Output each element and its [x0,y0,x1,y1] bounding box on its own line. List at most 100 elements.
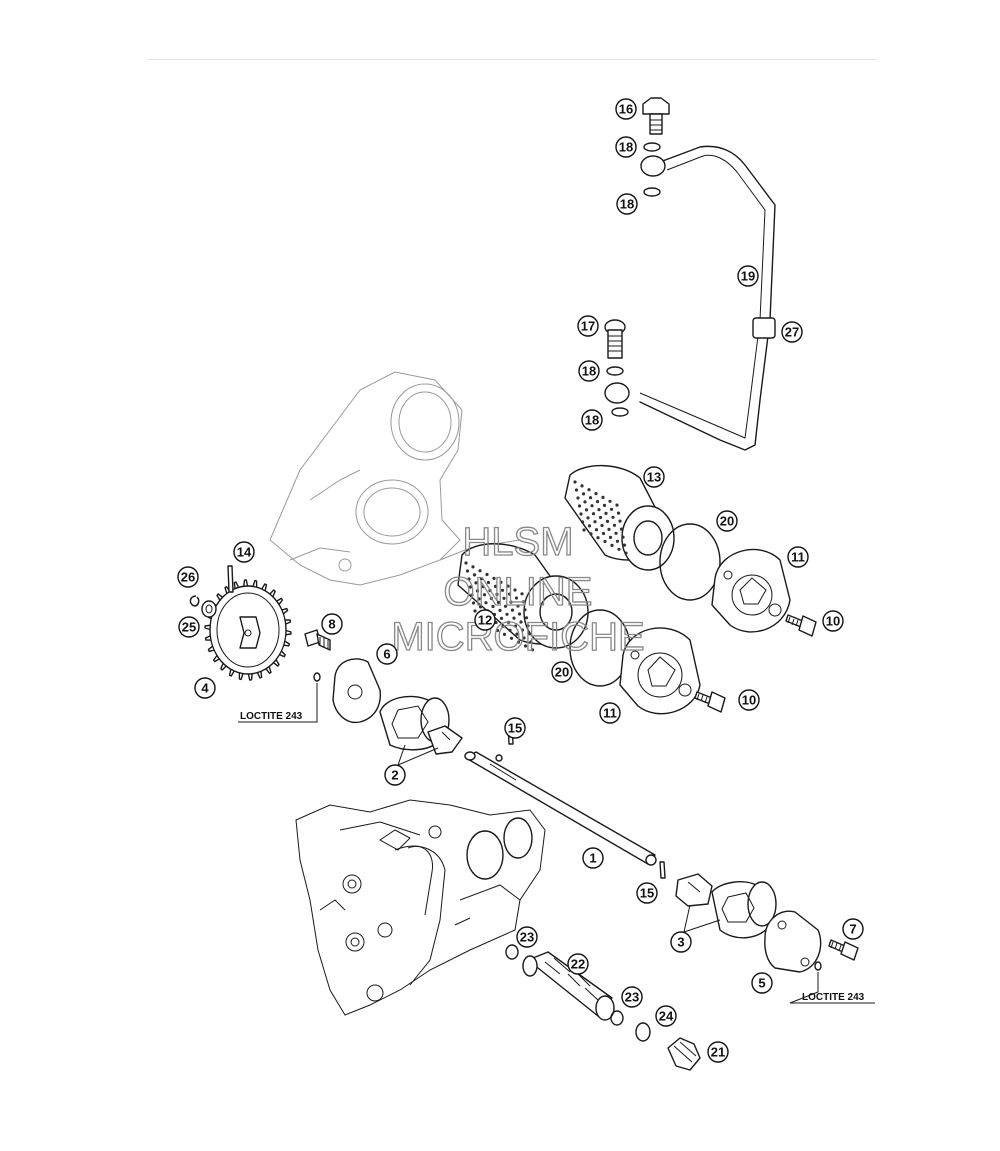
filter-hole [589,532,593,536]
filter-hole [604,511,608,515]
filter-hole [597,508,601,512]
filter-hole [502,632,507,637]
callout-27: 27 [781,321,803,343]
callout-10: 10 [738,689,760,711]
callout-18: 18 [578,360,600,382]
svg-text:14: 14 [237,545,252,560]
filter-hole [587,524,592,528]
filter-hole [496,600,501,605]
callout-1: 1 [582,847,604,869]
callout-20: 20 [551,661,573,683]
filter-hole [509,636,514,640]
filter-hole [598,515,603,520]
banjo-fitting-lower [604,382,630,404]
filter-cover-11-upper [711,548,791,633]
callout-18: 18 [616,193,638,215]
svg-text:25: 25 [182,620,196,635]
filter-hole [521,600,526,604]
filter-hole [595,500,600,504]
filter-hole [503,604,508,608]
svg-text:7: 7 [849,922,856,937]
filter-hole [498,608,502,613]
filter-hole [522,636,526,640]
filter-hole [499,616,504,621]
filter-hole [526,624,530,628]
filter-hole [474,581,478,585]
svg-text:8: 8 [328,617,335,632]
svg-text:24: 24 [659,1009,674,1024]
loctite-label-right: LOCTITE 243 [802,992,865,1003]
callout-26: 26 [177,566,199,588]
filter-hole [467,577,471,581]
callout-19: 19 [737,265,759,287]
pump-gear-4 [204,579,292,681]
washer-24 [635,1022,651,1042]
filter-hole [499,580,503,584]
cover-plate-6 [332,658,382,724]
filter-hole [506,584,510,588]
callout-21: 21 [707,1041,729,1063]
filter-hole [577,504,582,508]
callout-22: 22 [567,953,589,975]
filter-hole [618,519,622,523]
svg-text:19: 19 [741,269,755,284]
filter-hole [484,601,488,605]
svg-text:6: 6 [383,647,390,662]
filter-hole [596,536,600,540]
callout-20: 20 [716,510,738,532]
svg-text:20: 20 [720,514,734,529]
drain-plug-21 [667,1037,701,1071]
svg-text:27: 27 [785,325,799,340]
callout-4: 4 [194,677,216,699]
svg-text:23: 23 [625,990,639,1005]
o-ring-20-upper [659,523,721,601]
svg-text:15: 15 [640,886,654,901]
callout-18: 18 [581,409,603,431]
cover-plate-5 [764,910,822,973]
filter-hole [615,503,619,507]
filter-hole [621,535,625,539]
watermark-line1: HLSM [462,520,573,564]
filter-hole [588,496,593,500]
filter-hole [482,593,487,597]
oil-pipe [604,145,776,451]
filter-hole [512,616,516,620]
filter-hole [509,600,513,604]
filter-hole [471,565,475,569]
svg-text:26: 26 [181,570,195,585]
washer-18a [643,142,661,152]
filter-hole [602,503,607,507]
svg-text:18: 18 [619,140,633,155]
filter-hole [576,496,580,500]
filter-hole [530,648,535,652]
rotor-3 [675,873,777,939]
svg-text:17: 17 [581,319,595,334]
callout-3: 3 [670,931,692,953]
filter-hole [478,605,483,609]
callout-13: 13 [643,466,665,488]
filter-hole [520,628,525,632]
svg-text:5: 5 [758,976,765,991]
filter-hole [614,531,618,535]
filter-hole [600,523,604,528]
svg-text:11: 11 [791,550,805,565]
filter-hole [594,492,598,496]
filter-hole [617,547,621,551]
filter-hole [468,585,473,589]
filter-hole [505,612,509,616]
filter-hole [607,527,611,532]
filter-hole [583,500,587,504]
screw-8 [304,629,331,682]
pin-14 [227,565,234,593]
filter-hole [591,512,596,516]
filter-hole [517,612,522,616]
filter-hole [473,609,477,613]
filter-hole [507,592,512,596]
banjo-fitting-upper [640,155,666,177]
callout-25: 25 [178,616,200,638]
oil-strainer-22 [522,951,615,1021]
svg-text:20: 20 [555,665,569,680]
filter-hole [471,601,476,605]
filter-hole [516,640,521,644]
filter-hole [608,499,612,503]
